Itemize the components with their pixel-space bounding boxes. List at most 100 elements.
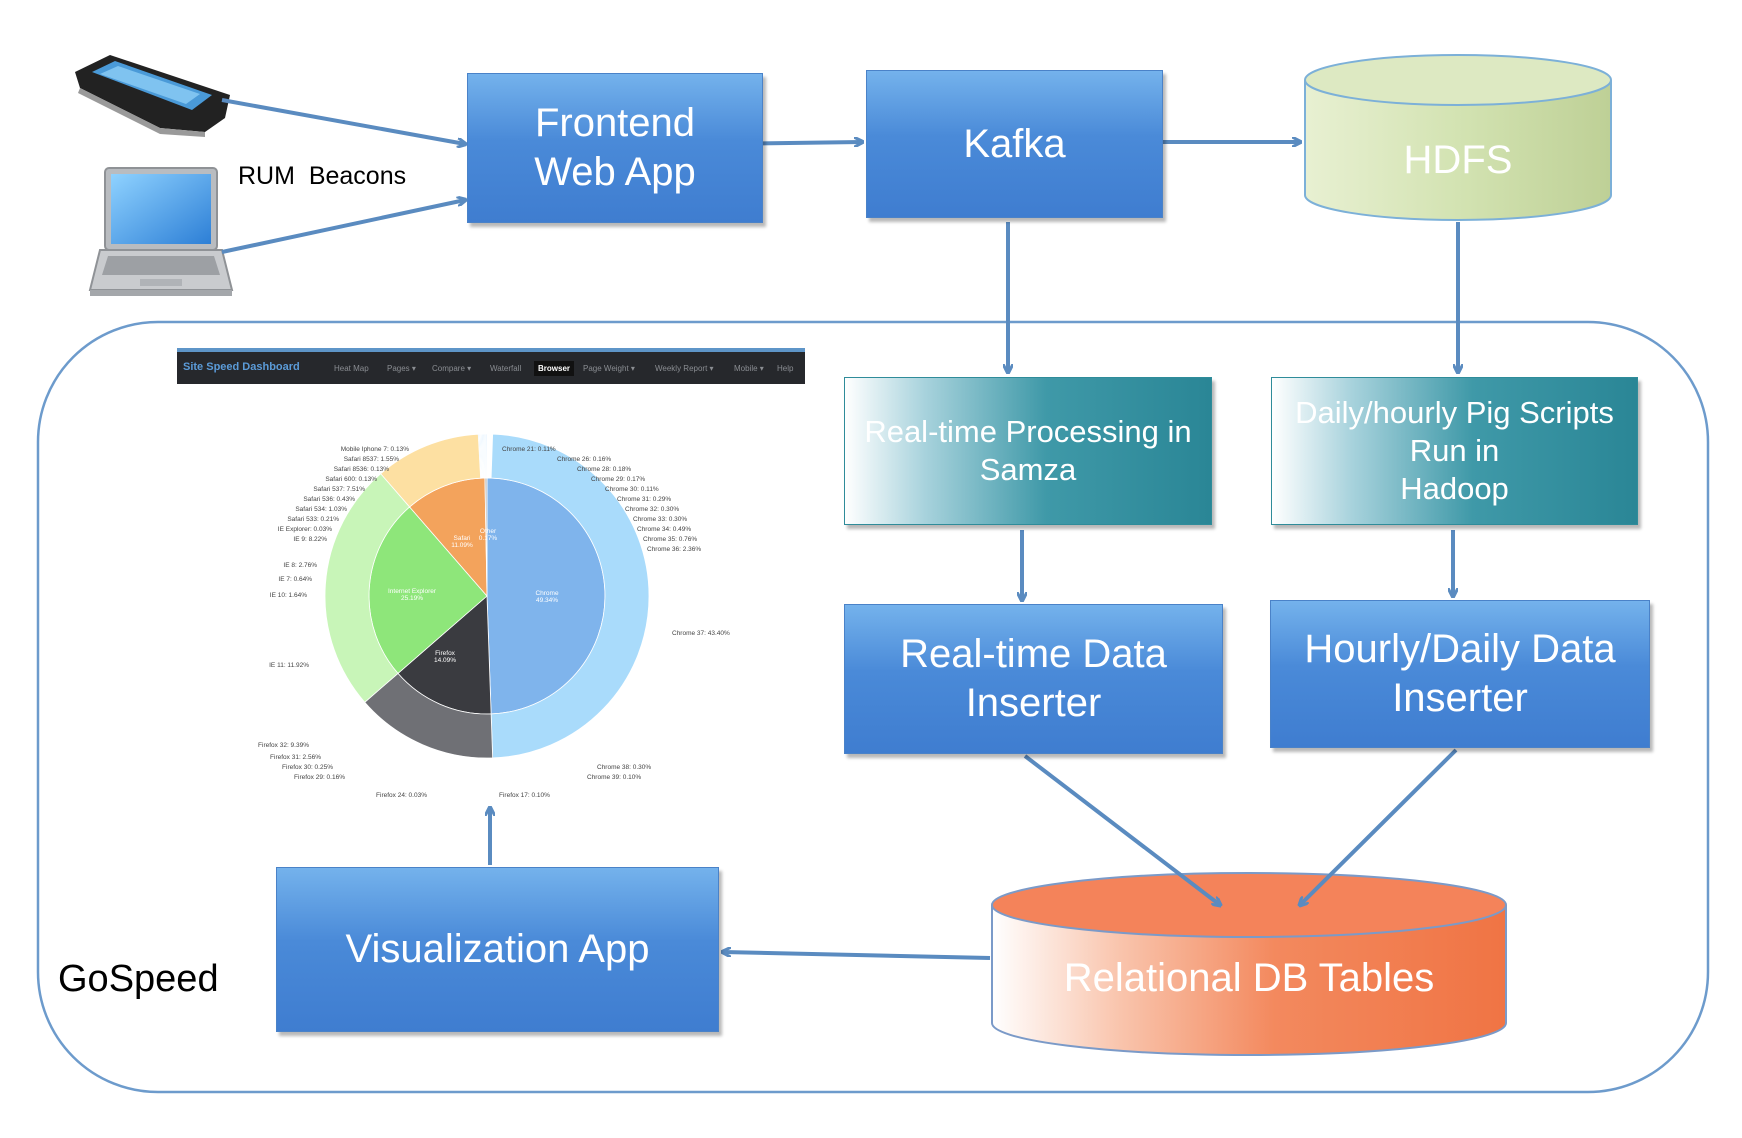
- hdfs-label: HDFS: [1403, 138, 1513, 182]
- inner-label-ie: Internet Explorer 25.19%: [377, 588, 447, 602]
- outer-label: Firefox 29: 0.16%: [294, 774, 345, 781]
- inner-label-chrome-value: 49.34%: [535, 597, 559, 604]
- inner-label-other-value: 0.17%: [478, 535, 498, 542]
- outer-label: IE 10: 1.64%: [269, 592, 307, 599]
- outer-label: Safari 600: 0.13%: [325, 476, 377, 483]
- hdfs-cylinder: [1304, 54, 1612, 221]
- hd-inserter-line-2: Inserter: [1392, 676, 1528, 720]
- frontend-line-2: Web App: [534, 150, 696, 194]
- outer-sliver: [485, 433, 488, 479]
- outer-label: IE Explorer: 0.03%: [277, 526, 332, 533]
- browser-sunburst-chart: [324, 433, 650, 759]
- outer-label: Firefox 24: 0.03%: [376, 792, 427, 799]
- nav-help[interactable]: Help: [777, 364, 794, 373]
- gospeed-container: [36, 320, 1710, 1094]
- outer-label: Chrome 37: 43.40%: [672, 630, 730, 637]
- nav-weekly-report[interactable]: Weekly Report ▾: [655, 364, 714, 373]
- phone-icon: [75, 55, 230, 137]
- nav-browser[interactable]: Browser: [534, 361, 575, 376]
- outer-label: Chrome 26: 0.16%: [557, 456, 612, 463]
- arrow-laptop-to-frontend: [221, 200, 465, 254]
- dashboard-screenshot: Site Speed Dashboard Heat Map Pages ▾ Co…: [177, 348, 805, 803]
- inner-label-ie-value: 25.19%: [400, 595, 424, 602]
- outer-label: Chrome 36: 2.36%: [647, 546, 702, 553]
- outer-label: Safari 536: 0.43%: [303, 496, 355, 503]
- outer-label: Chrome 29: 0.17%: [591, 476, 646, 483]
- dashboard-brand[interactable]: Site Speed Dashboard: [183, 361, 300, 373]
- outer-label: Chrome 35: 0.76%: [643, 536, 698, 543]
- arrow-rt-inserter-to-db: [1023, 754, 1220, 905]
- rum-beacons-label: RUM Beacons: [238, 162, 407, 190]
- nav-compare[interactable]: Compare ▾: [432, 364, 472, 373]
- dashboard-navbar: Site Speed Dashboard Heat Map Pages ▾ Co…: [177, 348, 805, 384]
- outer-label: Safari 533: 0.21%: [287, 516, 339, 523]
- realtime-inserter-box: Real-time Data Inserter: [844, 604, 1223, 754]
- inner-label-firefox-value: 14.09%: [433, 657, 457, 664]
- outer-label: Mobile Iphone 7: 0.13%: [340, 446, 409, 453]
- gospeed-label: GoSpeed: [58, 958, 219, 1000]
- inner-label-chrome-name: Chrome: [535, 590, 559, 597]
- outer-label: Chrome 34: 0.49%: [637, 526, 692, 533]
- outer-label: Firefox 30: 0.25%: [282, 764, 333, 771]
- kafka-label: Kafka: [963, 121, 1066, 166]
- outer-label: Chrome 39: 0.10%: [587, 774, 642, 781]
- outer-label: Safari 537: 7.51%: [313, 486, 365, 493]
- rt-inserter-line-1: Real-time Data: [900, 632, 1167, 677]
- outer-label: Chrome 33: 0.30%: [633, 516, 688, 523]
- samza-line-1: Real-time Processing in: [864, 414, 1192, 450]
- frontend-web-app-box: Frontend Web App: [467, 73, 763, 223]
- pig-scripts-box: Daily/hourly Pig Scripts Run in Hadoop: [1271, 377, 1638, 525]
- nav-pages[interactable]: Pages ▾: [387, 364, 416, 373]
- inner-label-safari: Safari 11.09%: [447, 535, 477, 549]
- inner-label-safari-name: Safari: [453, 535, 471, 542]
- samza-box: Real-time Processing in Samza: [844, 377, 1212, 525]
- inner-label-other: Other 0.17%: [477, 528, 499, 542]
- outer-label: Chrome 32: 0.30%: [625, 506, 680, 513]
- outer-label: Safari 8536: 0.13%: [333, 466, 389, 473]
- nav-waterfall[interactable]: Waterfall: [490, 364, 522, 373]
- pig-line-1: Daily/hourly Pig Scripts: [1295, 395, 1614, 431]
- outer-chrome: [490, 433, 650, 759]
- outer-label: IE 11: 11.92%: [269, 662, 309, 669]
- outer-label: Chrome 28: 0.18%: [577, 466, 632, 473]
- outer-label: Firefox 17: 0.10%: [499, 792, 550, 799]
- pig-line-2: Run in: [1409, 433, 1500, 469]
- inner-label-ie-name: Internet Explorer: [387, 588, 437, 595]
- outer-label: Chrome 38: 0.30%: [597, 764, 652, 771]
- outer-label: Firefox 31: 2.56%: [270, 754, 321, 761]
- inner-label-chrome: Chrome 49.34%: [527, 590, 567, 604]
- relational-db-label: Relational DB Tables: [1063, 956, 1435, 1000]
- relational-db-cylinder: [991, 872, 1507, 1056]
- pig-line-3: Hadoop: [1400, 470, 1509, 506]
- kafka-box: Kafka: [866, 70, 1163, 218]
- outer-label: Safari 534: 1.03%: [295, 506, 347, 513]
- outer-label: Chrome 31: 0.29%: [617, 496, 672, 503]
- arrow-phone-to-frontend: [221, 98, 465, 144]
- inner-label-firefox-name: Firefox: [435, 650, 455, 657]
- outer-label: Chrome 30: 0.11%: [605, 486, 659, 493]
- outer-label: Chrome 21: 0.11%: [502, 446, 556, 453]
- samza-line-2: Samza: [979, 452, 1077, 487]
- outer-label: Safari 8537: 1.55%: [343, 456, 399, 463]
- hd-inserter-line-1: Hourly/Daily Data: [1304, 627, 1616, 672]
- outer-label: IE 9: 8.22%: [293, 536, 327, 543]
- frontend-line-1: Frontend: [534, 101, 696, 146]
- outer-label: Firefox 32: 9.39%: [258, 742, 309, 749]
- outer-label: IE 7: 0.64%: [278, 576, 312, 583]
- inner-label-safari-value: 11.09%: [451, 542, 473, 549]
- visualization-label: Visualization App: [345, 927, 650, 972]
- inner-label-firefox: Firefox 14.09%: [425, 650, 465, 664]
- outer-label: IE 8: 2.76%: [283, 562, 317, 569]
- nav-mobile[interactable]: Mobile ▾: [734, 364, 764, 373]
- inner-label-other-name: Other: [479, 528, 497, 535]
- arrow-hd-inserter-to-db: [1300, 748, 1458, 905]
- connectors: [221, 98, 1458, 960]
- hourly-inserter-box: Hourly/Daily Data Inserter: [1270, 600, 1650, 748]
- arrow-db-to-visualization: [723, 952, 991, 960]
- laptop-icon: [88, 167, 234, 296]
- rt-inserter-line-2: Inserter: [965, 681, 1102, 725]
- nav-page-weight[interactable]: Page Weight ▾: [583, 364, 635, 373]
- nav-heat-map[interactable]: Heat Map: [334, 364, 369, 373]
- visualization-app-box: Visualization App: [276, 867, 719, 1032]
